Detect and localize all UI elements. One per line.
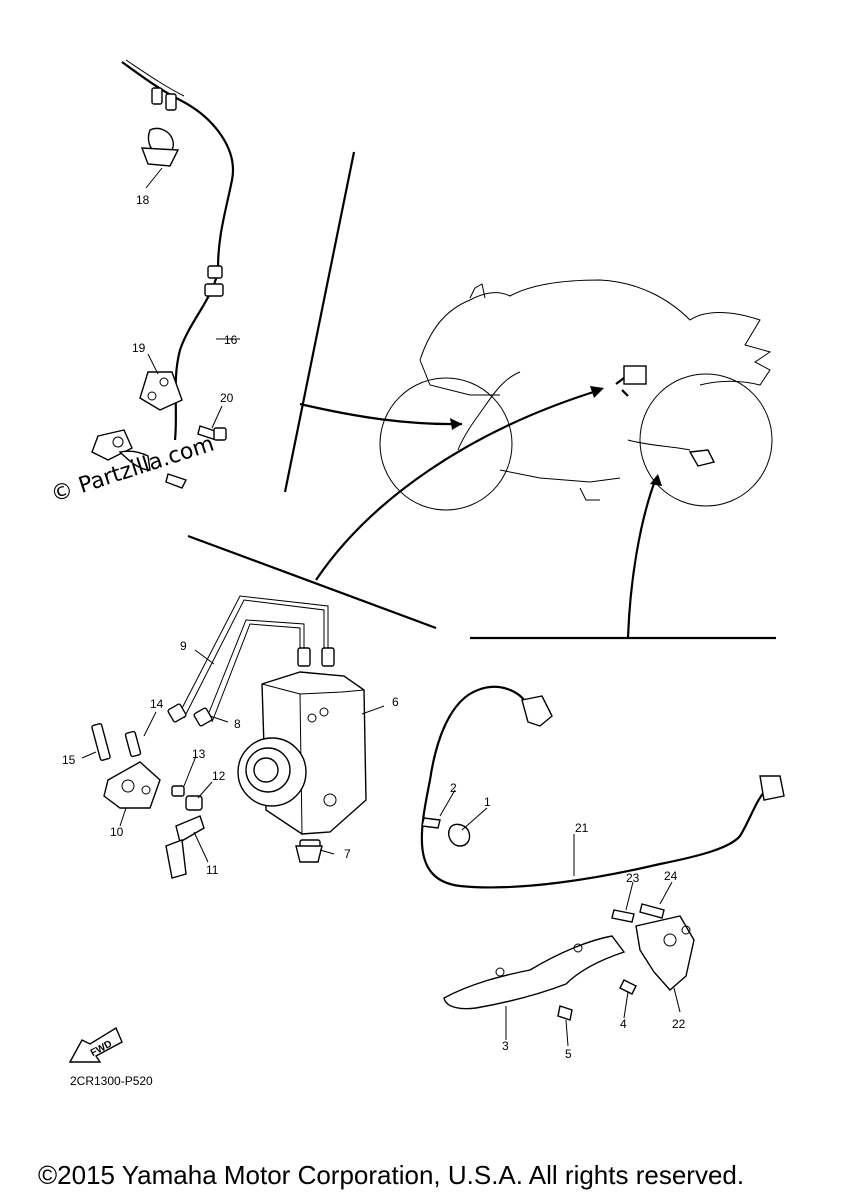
abs-hydraulic-unit-6 xyxy=(237,671,367,855)
callout-16: 16 xyxy=(224,333,238,347)
callout-18: 18 xyxy=(136,193,150,207)
brake-pipes-8-9 xyxy=(167,595,335,727)
callout-14: 14 xyxy=(150,697,164,711)
grommet-7 xyxy=(295,845,323,863)
rear-bracket-3-22 xyxy=(443,915,695,1010)
bolts-4-5-23-24 xyxy=(557,903,665,1021)
callout-12: 12 xyxy=(212,769,226,783)
callout-8: 8 xyxy=(234,717,241,731)
callout-19: 19 xyxy=(132,341,146,355)
clamp-1-bolt-2 xyxy=(421,817,471,847)
callout-13: 13 xyxy=(192,747,206,761)
clamp-18 xyxy=(140,127,180,167)
callout-20: 20 xyxy=(220,391,234,405)
callout-15: 15 xyxy=(62,753,76,767)
callout-4: 4 xyxy=(620,1017,627,1031)
callout-7: 7 xyxy=(344,847,351,861)
fwd-arrow-icon: FWD xyxy=(68,1026,123,1063)
bolt-20 xyxy=(197,425,227,441)
copyright-notice: ©2015 Yamaha Motor Corporation, U.S.A. A… xyxy=(38,1160,745,1190)
abs-leader-lines xyxy=(81,649,385,863)
front-leader-lines xyxy=(145,167,240,429)
bracket-19 xyxy=(139,371,183,411)
callout-10: 10 xyxy=(110,825,124,839)
rear-leader-lines xyxy=(439,789,681,1047)
locator-arrows xyxy=(187,151,776,640)
callout-6: 6 xyxy=(392,695,399,709)
callout-3: 3 xyxy=(502,1039,509,1053)
callout-23: 23 xyxy=(626,871,640,885)
callout-1: 1 xyxy=(484,795,491,809)
callout-21: 21 xyxy=(575,821,589,835)
diagram-code: 2CR1300-P520 xyxy=(70,1074,153,1088)
bolts-13-14-15 xyxy=(91,723,203,811)
motorcycle-silhouette xyxy=(379,279,773,511)
callout-24: 24 xyxy=(664,869,678,883)
callout-numbers: 1 2 3 4 5 6 7 8 9 10 11 12 13 14 15 16 1… xyxy=(62,193,686,1061)
callout-5: 5 xyxy=(565,1047,572,1061)
rear-wheel-sensor-lead-21 xyxy=(420,685,785,889)
front-sensor xyxy=(91,429,187,489)
callout-11: 11 xyxy=(206,863,219,877)
callout-9: 9 xyxy=(180,639,187,653)
front-wheel-sensor-lead xyxy=(121,59,235,441)
callout-22: 22 xyxy=(672,1017,686,1031)
bracket-10 xyxy=(103,761,161,809)
clip-11 xyxy=(165,815,205,879)
callout-2: 2 xyxy=(450,781,457,795)
